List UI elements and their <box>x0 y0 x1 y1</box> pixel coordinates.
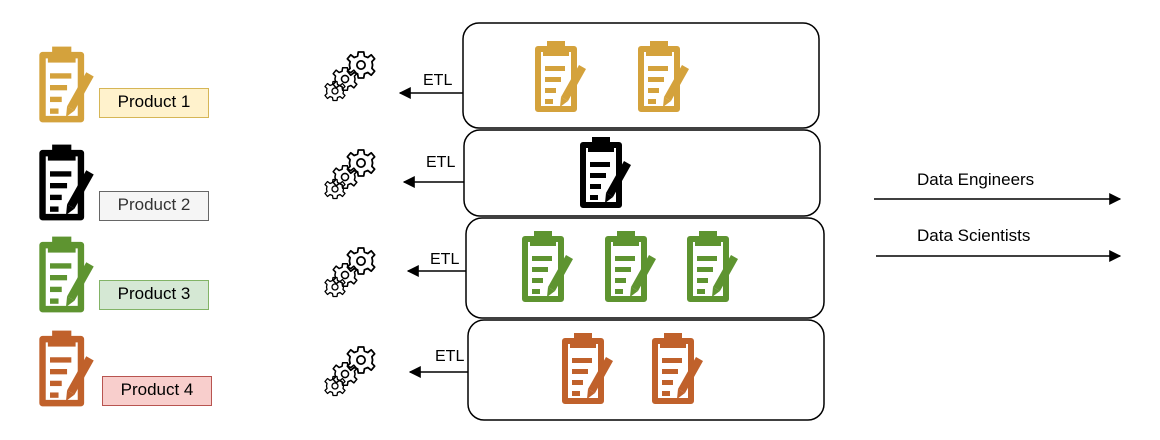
etl-label-4: ETL <box>435 348 465 365</box>
etl-label-2: ETL <box>426 154 456 171</box>
etl-label-1: ETL <box>423 72 453 89</box>
product-2-icon <box>43 145 94 218</box>
product-2-label: Product 2 <box>99 191 209 221</box>
product-3-label: Product 3 <box>99 280 209 310</box>
process-3-gears-icon <box>325 248 375 296</box>
data-store-row-4 <box>467 319 825 421</box>
data-engineers-label: Data Engineers <box>917 170 1035 189</box>
product-3-icon <box>43 237 94 310</box>
process-4-gears-icon <box>325 347 375 395</box>
process-1-gears-icon <box>325 52 375 100</box>
product-4-label: Product 4 <box>102 376 212 406</box>
data-store-row-2 <box>463 129 821 217</box>
process-2-gears-icon <box>325 150 375 198</box>
etl-label-3: ETL <box>430 251 460 268</box>
product-1-icon <box>43 47 94 120</box>
product-4-icon <box>43 331 94 404</box>
product-1-label: Product 1 <box>99 88 209 118</box>
data-scientists-label: Data Scientists <box>917 226 1031 245</box>
